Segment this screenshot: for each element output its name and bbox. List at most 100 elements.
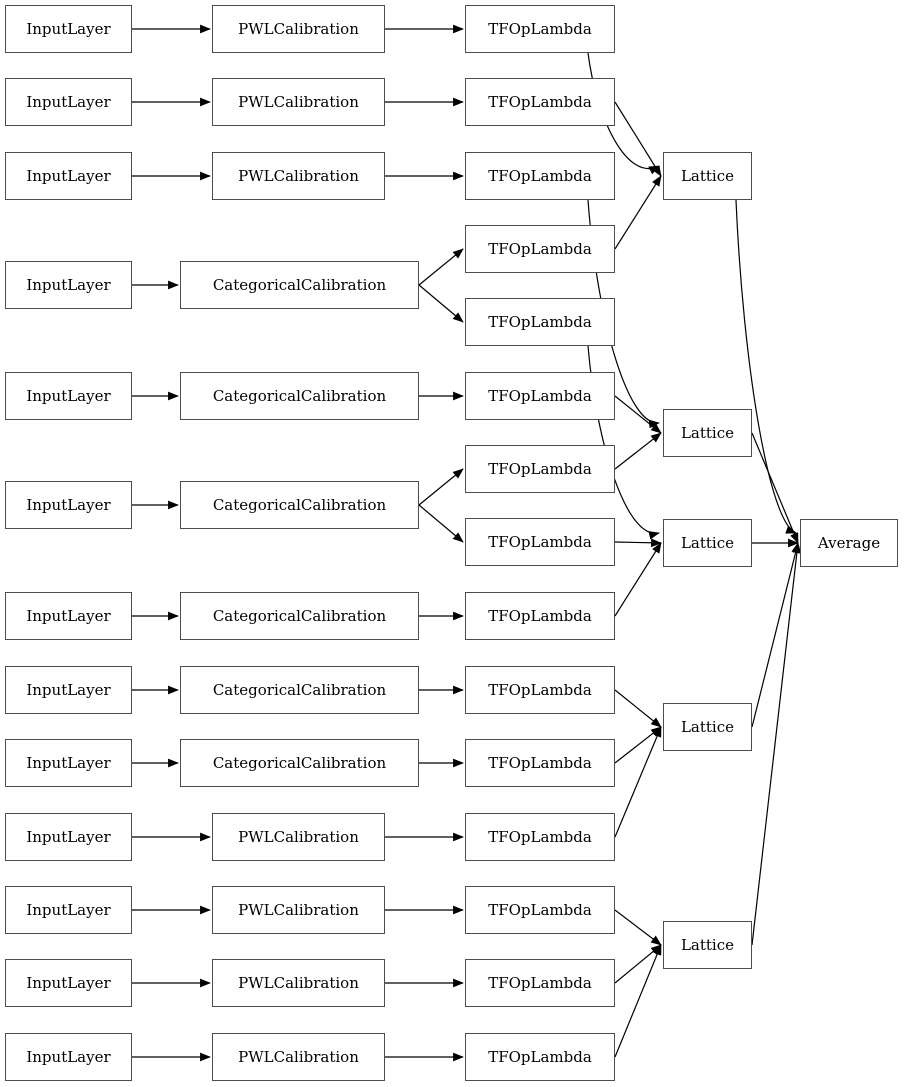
node-lat4[interactable]: Lattice	[663, 703, 752, 751]
edge-op10-to-lat4	[614, 689, 662, 728]
node-label: PWLCalibration	[238, 19, 359, 38]
node-in5[interactable]: InputLayer	[5, 372, 132, 420]
node-label: InputLayer	[26, 680, 111, 699]
edge-op6-to-lat2	[614, 395, 662, 434]
edge-cal6-to-op8	[418, 504, 464, 543]
node-cal3[interactable]: PWLCalibration	[212, 152, 385, 200]
edge-op13-to-lat5	[614, 909, 662, 946]
node-cal9[interactable]: CategoricalCalibration	[180, 739, 419, 787]
node-label: TFOpLambda	[488, 606, 592, 625]
node-label: InputLayer	[26, 495, 111, 514]
edge-op11-to-lat4	[614, 726, 662, 764]
node-lat1[interactable]: Lattice	[663, 152, 752, 200]
node-op11[interactable]: TFOpLambda	[465, 739, 615, 787]
node-op3[interactable]: TFOpLambda	[465, 152, 615, 200]
node-op12[interactable]: TFOpLambda	[465, 813, 615, 861]
node-in12[interactable]: InputLayer	[5, 959, 132, 1007]
node-label: TFOpLambda	[488, 312, 592, 331]
node-cal1[interactable]: PWLCalibration	[212, 5, 385, 53]
node-label: Average	[817, 533, 881, 552]
node-in10[interactable]: InputLayer	[5, 813, 132, 861]
node-label: PWLCalibration	[238, 166, 359, 185]
node-label: Lattice	[680, 717, 735, 736]
node-label: CategoricalCalibration	[212, 495, 387, 514]
node-op6[interactable]: TFOpLambda	[465, 372, 615, 420]
node-op13[interactable]: TFOpLambda	[465, 886, 615, 934]
node-label: InputLayer	[26, 1047, 111, 1066]
node-op1[interactable]: TFOpLambda	[465, 5, 615, 53]
edge-lat4-to-avg	[751, 542, 800, 728]
node-op14[interactable]: TFOpLambda	[465, 959, 615, 1007]
node-cal13[interactable]: PWLCalibration	[212, 1033, 385, 1081]
node-op5[interactable]: TFOpLambda	[465, 298, 615, 346]
node-in6[interactable]: InputLayer	[5, 481, 132, 529]
node-avg[interactable]: Average	[800, 519, 898, 567]
node-label: InputLayer	[26, 166, 111, 185]
node-op2[interactable]: TFOpLambda	[465, 78, 615, 126]
node-label: CategoricalCalibration	[212, 753, 387, 772]
edge-lat1-to-avg	[735, 199, 797, 534]
node-in3[interactable]: InputLayer	[5, 152, 132, 200]
node-label: InputLayer	[26, 606, 111, 625]
node-lat2[interactable]: Lattice	[663, 409, 752, 457]
node-label: InputLayer	[26, 973, 111, 992]
edge-lat2-to-avg	[751, 432, 799, 544]
node-label: TFOpLambda	[488, 973, 592, 992]
node-in4[interactable]: InputLayer	[5, 261, 132, 309]
node-label: InputLayer	[26, 92, 111, 111]
node-in11[interactable]: InputLayer	[5, 886, 132, 934]
node-op15[interactable]: TFOpLambda	[465, 1033, 615, 1081]
node-label: CategoricalCalibration	[212, 606, 387, 625]
node-cal7[interactable]: CategoricalCalibration	[180, 592, 419, 640]
node-in7[interactable]: InputLayer	[5, 592, 132, 640]
node-label: TFOpLambda	[488, 166, 592, 185]
node-label: InputLayer	[26, 753, 111, 772]
edge-op14-to-lat5	[614, 944, 662, 984]
node-label: InputLayer	[26, 827, 111, 846]
node-op4[interactable]: TFOpLambda	[465, 225, 615, 273]
edge-op7-to-lat2	[614, 432, 662, 470]
node-cal2[interactable]: PWLCalibration	[212, 78, 385, 126]
node-in9[interactable]: InputLayer	[5, 739, 132, 787]
node-cal6[interactable]: CategoricalCalibration	[180, 481, 419, 529]
edge-op9-to-lat3	[614, 542, 662, 617]
node-label: CategoricalCalibration	[212, 386, 387, 405]
edge-op8-to-lat3	[614, 538, 662, 548]
node-label: TFOpLambda	[488, 239, 592, 258]
node-op8[interactable]: TFOpLambda	[465, 518, 615, 566]
node-op10[interactable]: TFOpLambda	[465, 666, 615, 714]
node-in8[interactable]: InputLayer	[5, 666, 132, 714]
edge-lat5-to-avg	[751, 542, 802, 946]
edge-op2-to-lat1	[614, 101, 662, 177]
edge-cal4-to-op5	[418, 284, 464, 323]
node-lat5[interactable]: Lattice	[663, 921, 752, 969]
node-label: InputLayer	[26, 900, 111, 919]
node-label: InputLayer	[26, 19, 111, 38]
node-op7[interactable]: TFOpLambda	[465, 445, 615, 493]
node-in13[interactable]: InputLayer	[5, 1033, 132, 1081]
node-cal12[interactable]: PWLCalibration	[212, 959, 385, 1007]
node-label: PWLCalibration	[238, 92, 359, 111]
node-in2[interactable]: InputLayer	[5, 78, 132, 126]
node-cal10[interactable]: PWLCalibration	[212, 813, 385, 861]
node-cal5[interactable]: CategoricalCalibration	[180, 372, 419, 420]
node-label: PWLCalibration	[238, 973, 359, 992]
node-label: TFOpLambda	[488, 827, 592, 846]
node-op9[interactable]: TFOpLambda	[465, 592, 615, 640]
node-label: TFOpLambda	[488, 1047, 592, 1066]
node-label: PWLCalibration	[238, 900, 359, 919]
node-cal11[interactable]: PWLCalibration	[212, 886, 385, 934]
node-label: CategoricalCalibration	[212, 680, 387, 699]
edge-op15-to-lat5	[614, 944, 662, 1058]
node-in1[interactable]: InputLayer	[5, 5, 132, 53]
node-lat3[interactable]: Lattice	[663, 519, 752, 567]
edge-op12-to-lat4	[614, 726, 662, 838]
node-cal4[interactable]: CategoricalCalibration	[180, 261, 419, 309]
node-label: PWLCalibration	[238, 1047, 359, 1066]
node-label: TFOpLambda	[488, 532, 592, 551]
node-label: PWLCalibration	[238, 827, 359, 846]
node-label: CategoricalCalibration	[212, 275, 387, 294]
node-cal8[interactable]: CategoricalCalibration	[180, 666, 419, 714]
edge-cal4-to-op4	[418, 248, 464, 286]
